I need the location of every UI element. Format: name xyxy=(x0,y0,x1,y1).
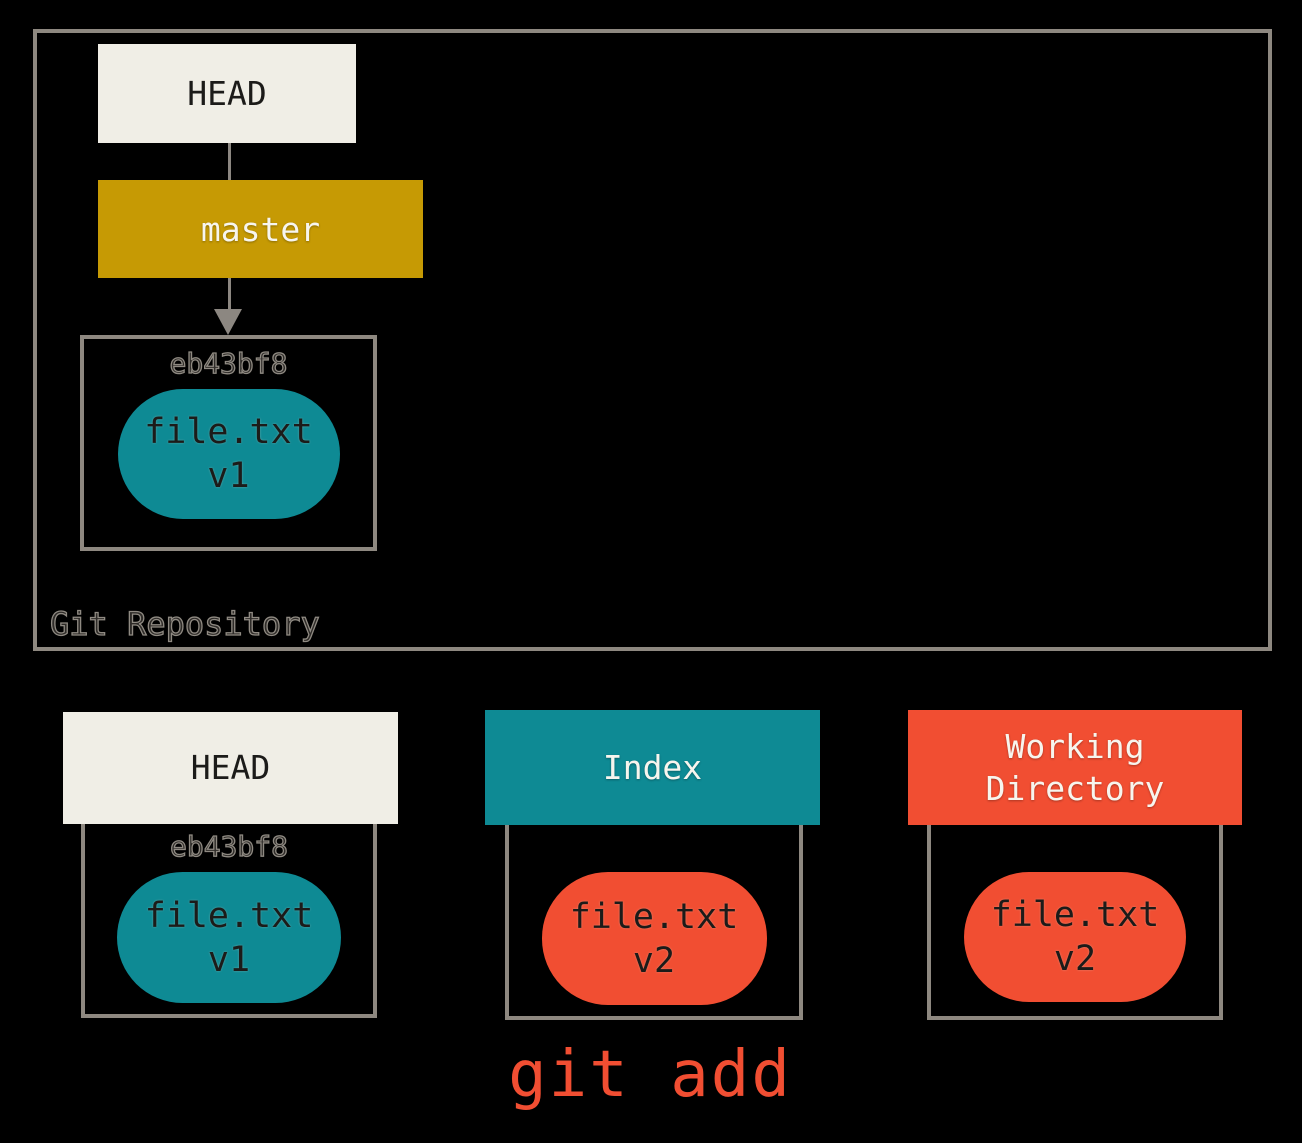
head-column-title: HEAD xyxy=(190,748,271,787)
head-column-commit-hash: eb43bf8 xyxy=(169,829,288,863)
index-file-blob-v2: file.txt v2 xyxy=(541,872,767,1005)
git-add-command: git add xyxy=(508,1038,792,1112)
file-blob-v1: file.txt v1 xyxy=(117,389,340,519)
head-to-master-line xyxy=(228,143,231,180)
head-ref-label: HEAD xyxy=(187,74,267,113)
git-repository-label: Git Repository xyxy=(49,604,320,643)
head-file-version: v1 xyxy=(207,939,251,980)
index-column-title: Index xyxy=(602,747,703,787)
master-branch-label: master xyxy=(200,209,321,249)
git-repository-box: HEAD master eb43bf8 file.txt v1 Git Repo… xyxy=(33,29,1272,651)
index-column-box: file.txt v2 xyxy=(505,820,803,1020)
head-file-blob-v1: file.txt v1 xyxy=(117,872,341,1003)
master-to-commit-arrow-line xyxy=(228,278,231,309)
head-column-header: HEAD xyxy=(63,712,398,824)
working-directory-file-name: file.txt xyxy=(990,895,1160,935)
file-name: file.txt xyxy=(144,412,313,452)
working-directory-header: Working Directory xyxy=(908,710,1242,825)
head-file-name: file.txt xyxy=(144,895,314,936)
file-version: v1 xyxy=(207,456,250,496)
commit-hash: eb43bf8 xyxy=(169,346,288,380)
commit-box: eb43bf8 file.txt v1 xyxy=(80,335,377,551)
index-file-name: file.txt xyxy=(569,896,739,937)
working-directory-file-version: v2 xyxy=(1053,939,1097,979)
working-directory-title: Working Directory xyxy=(985,726,1165,808)
working-directory-box: file.txt v2 xyxy=(927,820,1223,1020)
index-column-header: Index xyxy=(485,710,820,825)
head-column-box: eb43bf8 file.txt v1 xyxy=(81,820,377,1018)
master-to-commit-arrow-head xyxy=(214,309,242,335)
head-ref-box: HEAD xyxy=(98,44,356,143)
index-file-version: v2 xyxy=(632,940,676,981)
master-branch-box: master xyxy=(98,180,423,278)
working-directory-file-blob-v2: file.txt v2 xyxy=(964,872,1186,1002)
